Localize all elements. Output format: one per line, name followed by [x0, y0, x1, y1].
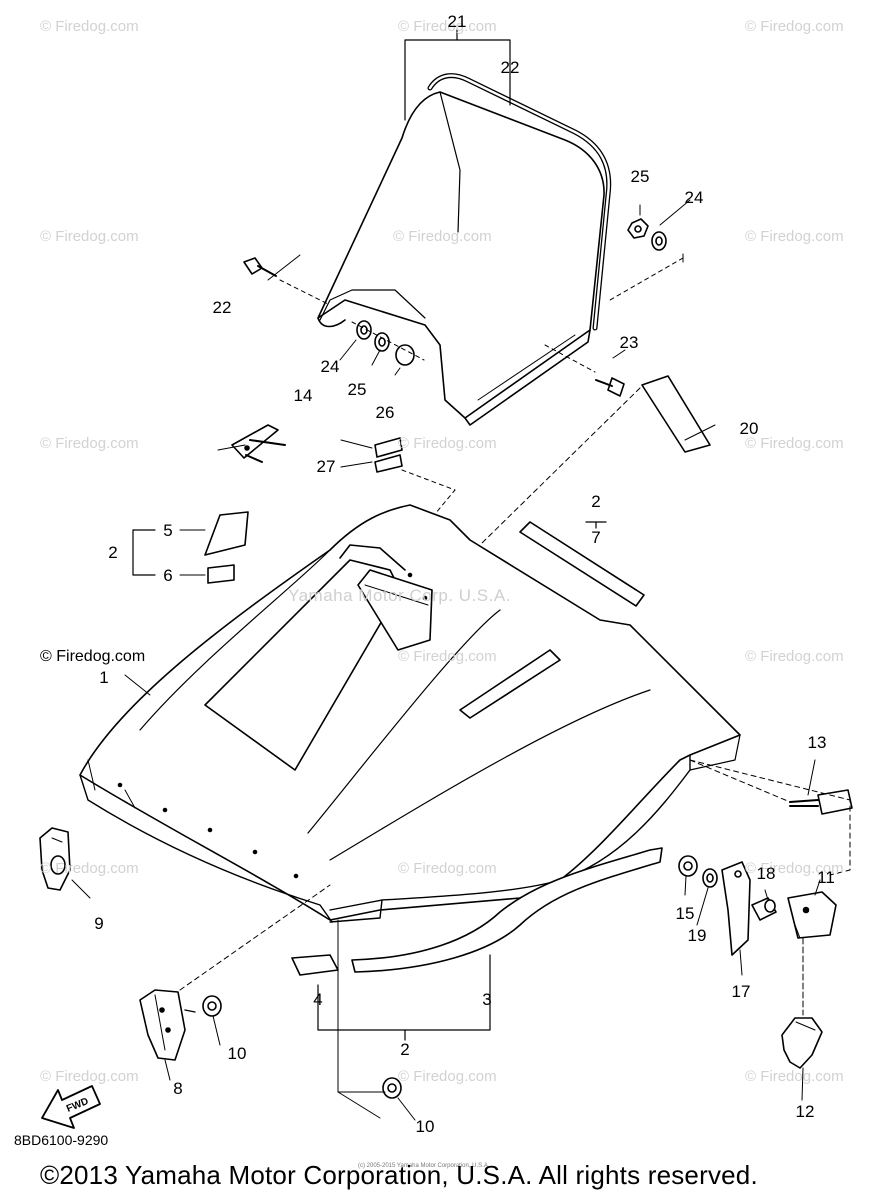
pin-17 [751, 897, 777, 921]
callout-22-left: 22 [212, 298, 232, 317]
callout-21: 22 [500, 58, 520, 77]
callout-6: 6 [163, 566, 173, 585]
left-fasteners [351, 320, 425, 366]
hinge-plate-14 [231, 424, 286, 463]
watermark: © Firedog.com [745, 1068, 844, 1085]
bolt-right [544, 344, 625, 397]
bolt-left [243, 257, 331, 306]
bracket-8 [139, 989, 196, 1061]
leader-lines [124, 199, 821, 1121]
grommet-10-left [202, 995, 222, 1017]
nut-15 [678, 855, 698, 877]
watermark: © Firedog.com [745, 860, 844, 877]
lever-16 [721, 861, 751, 956]
windshield [317, 91, 605, 426]
small-copyright: (c) 2005-2015 Yamaha Motor Corporation, … [358, 1163, 490, 1169]
hood-1 [79, 504, 741, 923]
strip-3 [351, 847, 663, 973]
watermark: © Firedog.com [40, 18, 139, 35]
callout-11: 11 [817, 868, 835, 887]
watermark: © Firedog.com [398, 860, 497, 877]
callout-5: 5 [163, 521, 173, 540]
callout-20: 21 [447, 12, 467, 31]
watermark: © Firedog.com [398, 18, 497, 35]
callout-13: 13 [807, 733, 827, 752]
watermark: © Firedog.com [745, 228, 844, 245]
watermark: © Firedog.com [745, 18, 844, 35]
callout-16: 17 [731, 982, 751, 1001]
fwd-arrow-icon [41, 1085, 101, 1129]
callout-2-right: 2 [591, 492, 601, 511]
watermark: © Firedog.com [40, 1068, 139, 1085]
callout-9: 9 [94, 914, 104, 933]
windshield-seal [427, 73, 612, 331]
callout-25-left: 26 [375, 403, 395, 422]
callout-19: 20 [739, 419, 759, 438]
diagram-code: 8BD6100-9290 [14, 1132, 109, 1148]
callout-8: 8 [173, 1079, 183, 1098]
pads-26-27 [374, 437, 456, 521]
block-5-6 [204, 511, 249, 584]
callout-25-right: 25 [630, 167, 650, 186]
center-watermark: Yamaha Motor Corp. U.S.A. [288, 586, 511, 605]
callout-1: 1 [99, 668, 109, 687]
watermark: © Firedog.com [398, 648, 497, 665]
callout-10-bottom: 10 [415, 1117, 435, 1136]
callout-3: 3 [482, 990, 492, 1009]
callout-17: 18 [756, 864, 776, 883]
right-fasteners [609, 218, 684, 301]
knob-12 [781, 1017, 823, 1069]
callout-10-left: 10 [227, 1044, 247, 1063]
copyright-notice: ©2013 Yamaha Motor Corporation, U.S.A. A… [40, 1160, 758, 1190]
catch-13 [789, 789, 853, 815]
watermark: © Firedog.com [40, 860, 139, 877]
latch-11 [787, 891, 837, 939]
callout-14: 14 [293, 386, 313, 405]
callout-15: 15 [675, 904, 695, 923]
callout-4: 4 [313, 990, 323, 1009]
watermark: © Firedog.com [40, 435, 139, 452]
watermark: © Firedog.com [393, 228, 492, 245]
callout-18: 19 [687, 926, 707, 945]
latch-9 [39, 827, 71, 891]
watermark: © Firedog.com [745, 435, 844, 452]
callout-7: 7 [591, 528, 601, 547]
block-4 [291, 954, 339, 976]
callout-23: 24 [320, 357, 340, 376]
callout-2-bottom: 2 [400, 1040, 410, 1059]
callout-22-right: 23 [619, 333, 639, 352]
callout-24-left: 25 [347, 380, 367, 399]
washer-18 [702, 868, 718, 888]
decal-19 [479, 375, 711, 546]
watermark: © Firedog.com [398, 1068, 497, 1085]
watermark-dark: © Firedog.com [40, 648, 146, 665]
callout-12: 12 [795, 1102, 815, 1121]
callout-26: 27 [316, 457, 336, 476]
callout-2-left: 2 [108, 543, 118, 562]
grommet-10-bottom [382, 1077, 402, 1099]
watermark: © Firedog.com [745, 648, 844, 665]
watermark: © Firedog.com [40, 228, 139, 245]
strip-7 [519, 521, 645, 607]
callout-24-right: 24 [684, 188, 704, 207]
watermark: © Firedog.com [398, 435, 497, 452]
